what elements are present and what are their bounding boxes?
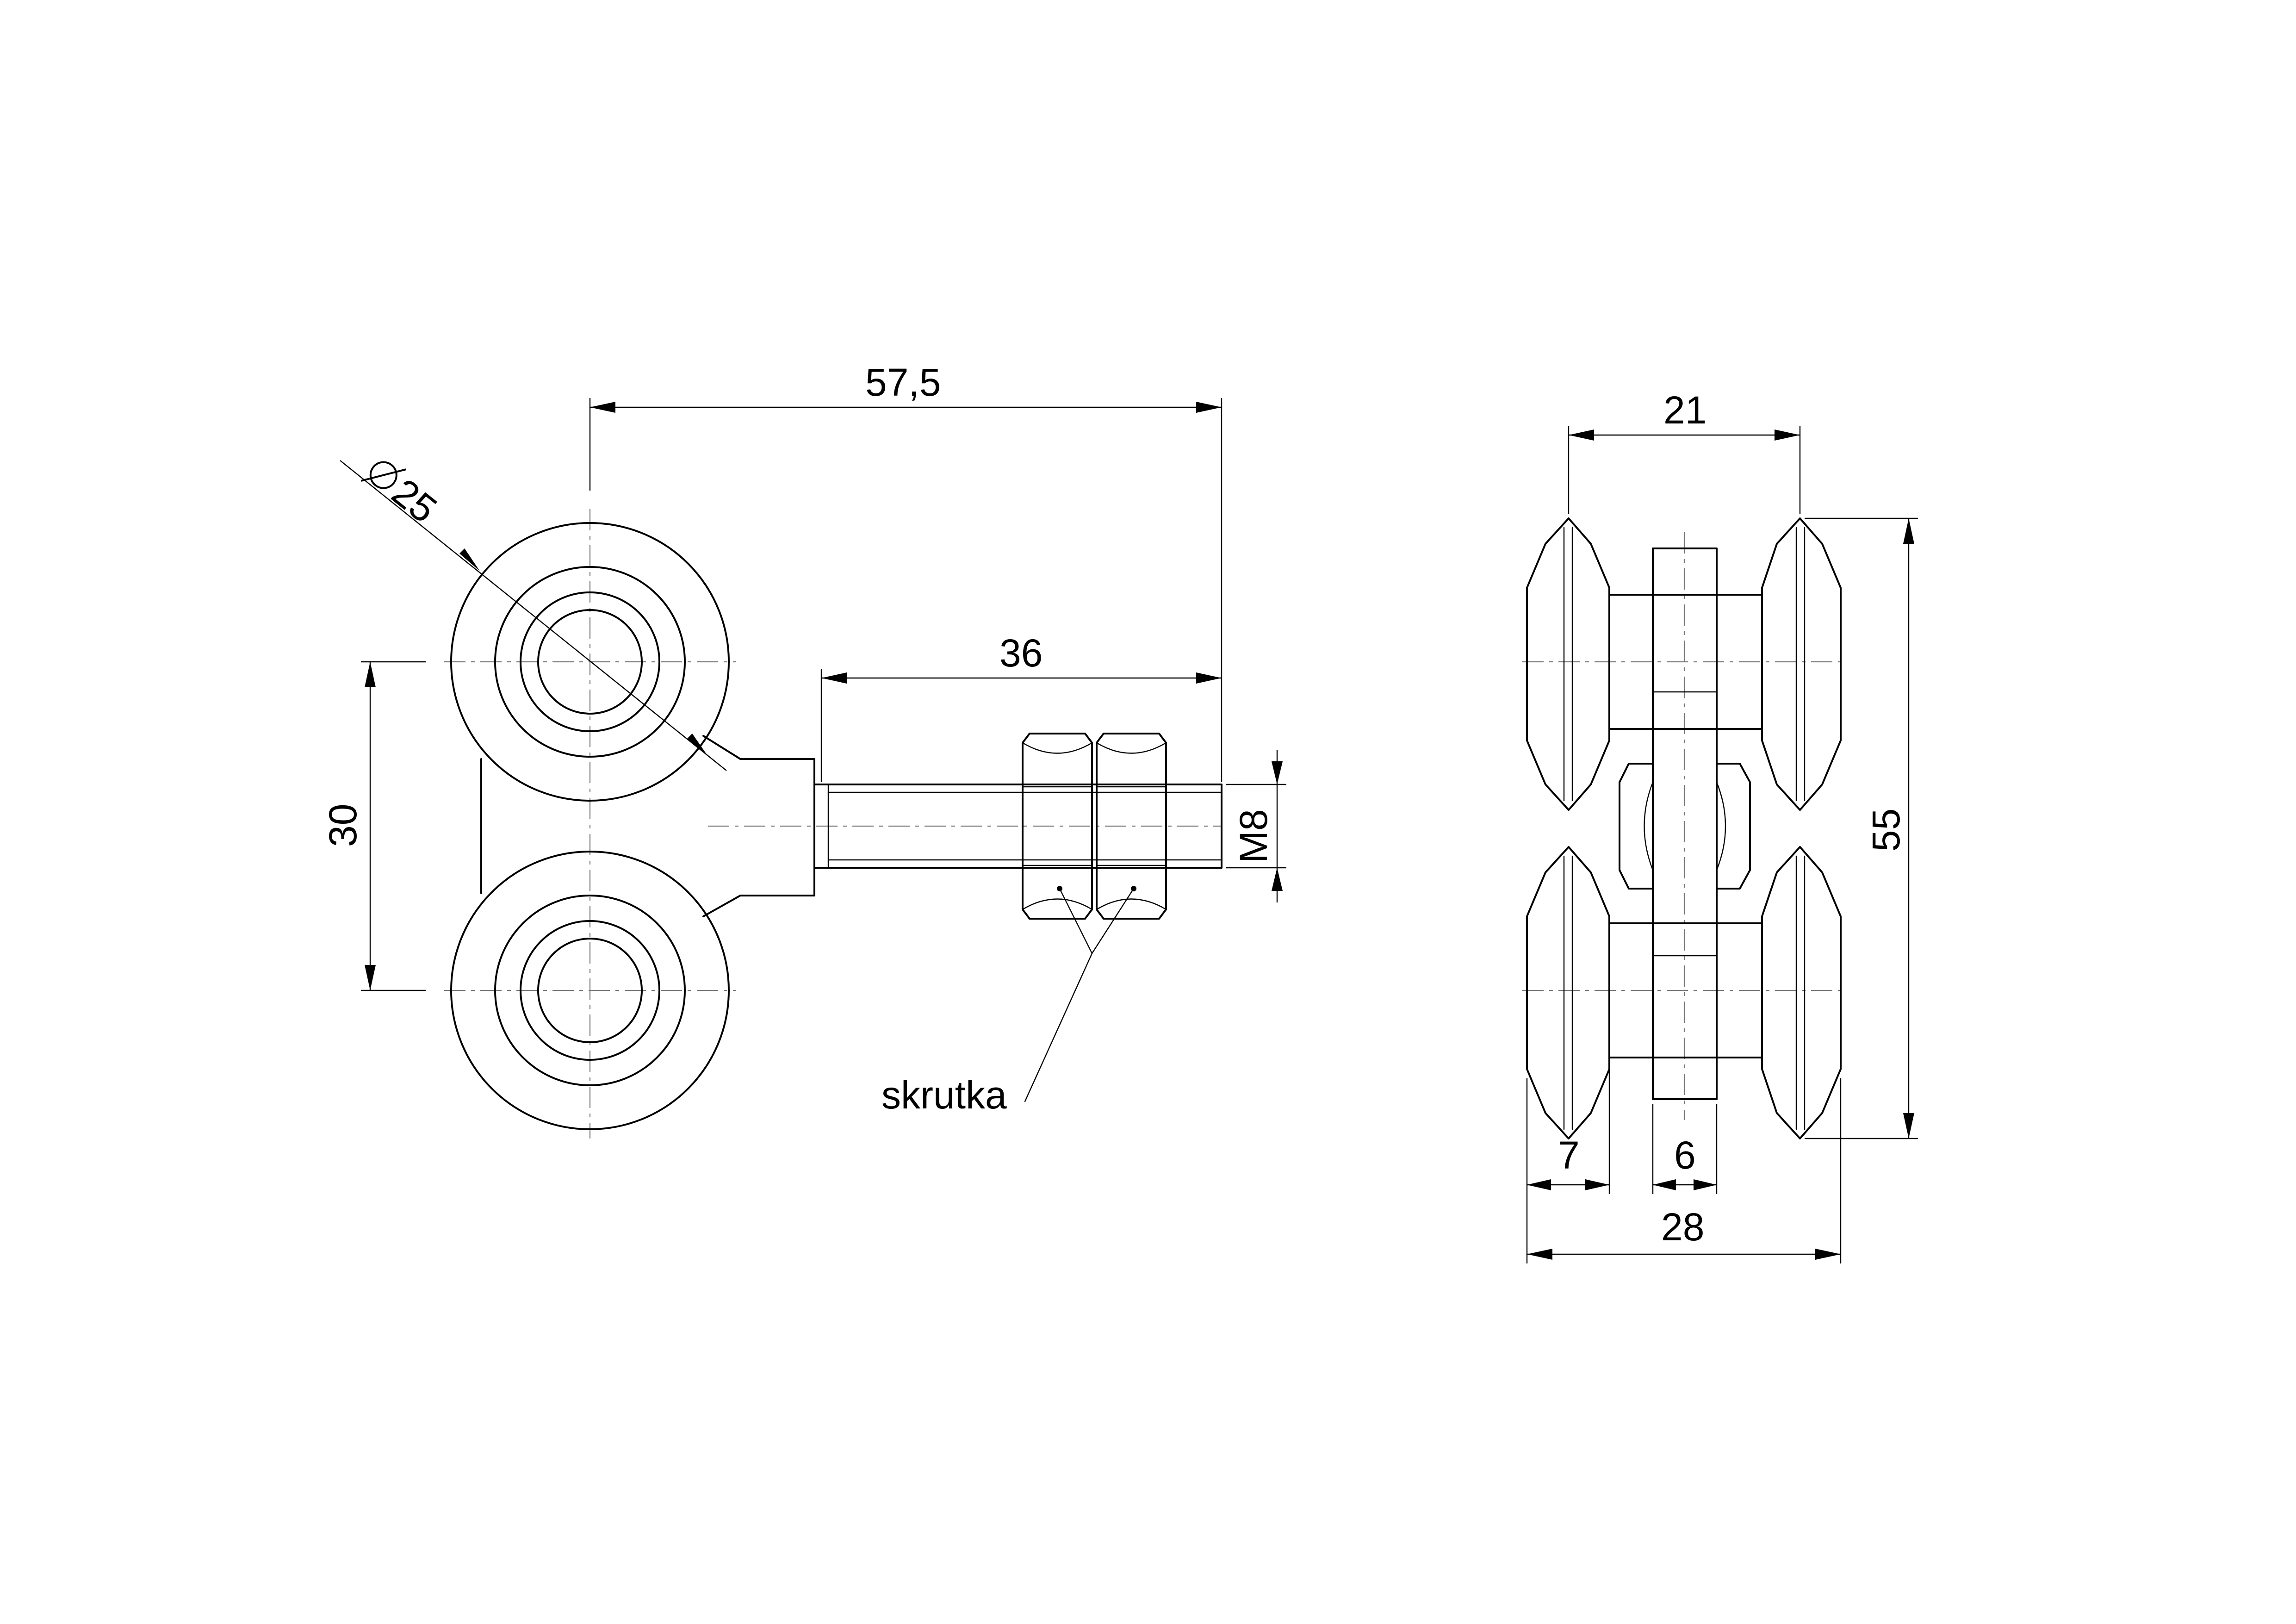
nut-2 <box>1096 733 1167 920</box>
dim-wheel-track-text: 21 <box>1663 388 1706 432</box>
bolt <box>813 784 1222 869</box>
dim-wheel-spacing-text: 30 <box>321 804 365 847</box>
dim-overall-length-text: 57,5 <box>865 361 941 404</box>
center-nut <box>1619 763 1751 890</box>
dim-thread <box>1226 750 1286 902</box>
dim-plate-thickness <box>1652 1104 1718 1194</box>
dim-total-width <box>1526 1078 1842 1263</box>
dim-total-width-text: 28 <box>1661 1205 1704 1249</box>
dim-bolt-length-text: 36 <box>999 631 1043 675</box>
diameter-symbol <box>369 461 397 489</box>
front-wheel-upper-left <box>1526 517 1610 811</box>
dim-wheel-width <box>1526 1064 1610 1194</box>
lower-wheel <box>450 851 730 1130</box>
callout-leader <box>1024 886 1136 1102</box>
front-wheel-lower-left <box>1526 846 1610 1139</box>
upper-wheel <box>450 522 730 802</box>
dim-thread-text: M8 <box>1232 809 1275 863</box>
dim-total-height-text: 55 <box>1864 809 1908 852</box>
front-wheel-upper-right <box>1761 517 1842 811</box>
dim-plate-thickness-text: 6 <box>1674 1133 1696 1177</box>
front-wheel-lower-right <box>1761 846 1842 1139</box>
dim-wheel-width-text: 7 <box>1558 1133 1580 1177</box>
front-view: 21 55 7 6 <box>1522 388 1918 1263</box>
dim-wheel-diameter <box>340 460 727 771</box>
nut-1 <box>1022 733 1093 920</box>
dim-total-height <box>1805 517 1918 1139</box>
callout-label: skrutka <box>881 1073 1007 1117</box>
dim-wheel-diameter-text: 25 <box>384 470 445 531</box>
side-view: skrutka 57,5 36 25 <box>321 361 1286 1139</box>
dim-overall-length <box>589 398 1222 782</box>
diameter-symbol-slash <box>360 468 406 482</box>
dim-bolt-length <box>820 669 1222 782</box>
dim-wheel-spacing <box>361 661 426 991</box>
dim-wheel-track <box>1568 426 1801 514</box>
